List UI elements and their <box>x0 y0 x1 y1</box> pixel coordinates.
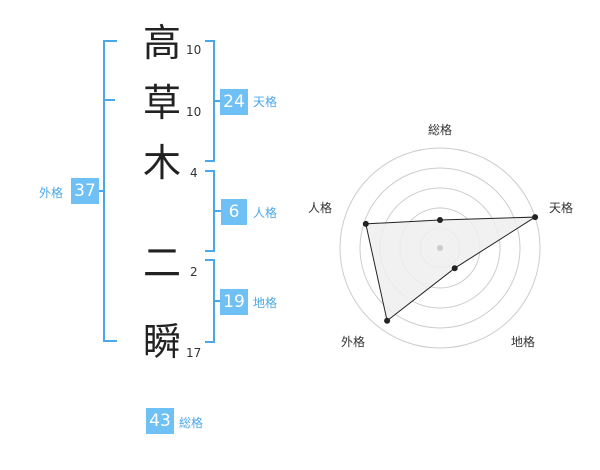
radar-label-chikaku: 地格 <box>511 335 536 349</box>
gaikaku-bracket-tick <box>103 99 115 101</box>
radar-point <box>362 220 369 227</box>
soukaku-value: 43 <box>146 408 174 434</box>
radar-label-soukaku: 総格 <box>428 123 453 137</box>
name-char-1: 高 <box>142 21 181 65</box>
jinkaku-label: 人格 <box>253 206 278 220</box>
radar-point <box>532 214 539 221</box>
radar-area <box>365 216 537 322</box>
tenkaku-bracket-pointer <box>214 100 222 102</box>
name-char-2: 草 <box>142 81 181 125</box>
chikaku-bracket-pointer <box>214 300 222 302</box>
radar-grid-ring <box>359 167 521 329</box>
chikaku-value: 19 <box>220 289 248 315</box>
stroke-count-2: 10 <box>186 105 202 119</box>
radar-label-tenkaku: 天格 <box>549 201 574 215</box>
name-char-4: 二 <box>142 241 181 285</box>
gaikaku-value: 37 <box>71 178 99 204</box>
jinkaku-value: 6 <box>221 199 247 225</box>
gaikaku-bracket-pointer <box>94 190 104 192</box>
name-char-5: 瞬 <box>142 320 181 364</box>
jinkaku-bracket-pointer <box>214 210 222 212</box>
tenkaku-value: 24 <box>220 89 248 115</box>
radar-label-jinkaku: 人格 <box>308 201 333 215</box>
tenkaku-label: 天格 <box>253 95 278 109</box>
stroke-count-5: 17 <box>186 346 202 360</box>
chikaku-label: 地格 <box>253 296 278 310</box>
stroke-count-1: 10 <box>186 43 202 57</box>
gaikaku-bracket <box>103 40 117 342</box>
name-char-3: 木 <box>142 141 181 185</box>
radar-label-gaikaku: 外格 <box>341 335 366 349</box>
radar-point <box>451 265 458 272</box>
radar-grid-ring <box>339 147 541 349</box>
soukaku-label: 総格 <box>179 416 204 430</box>
gaikaku-label: 外格 <box>39 186 64 200</box>
radar-point <box>437 217 443 223</box>
stroke-count-3: 4 <box>190 166 198 180</box>
radar-point <box>384 317 391 324</box>
stroke-count-4: 2 <box>190 265 198 279</box>
radar-center-dot <box>437 245 443 251</box>
